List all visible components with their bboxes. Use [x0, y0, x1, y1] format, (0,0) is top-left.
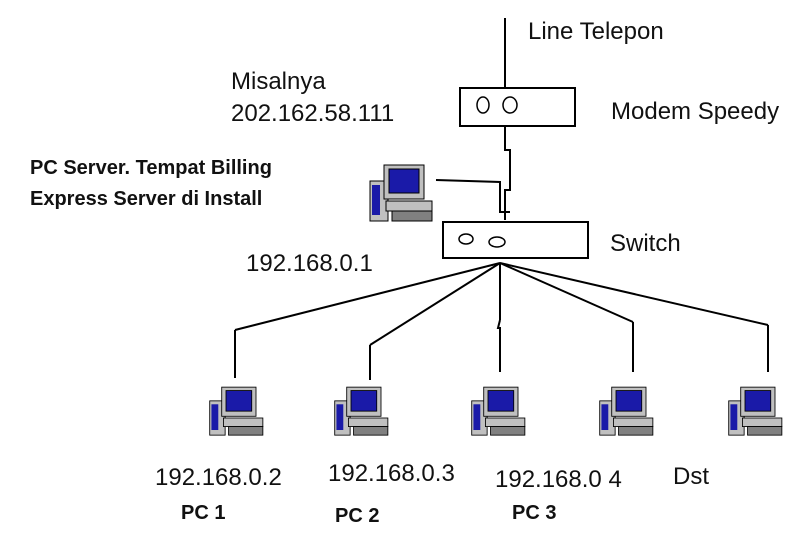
modem-switch-cable — [504, 126, 511, 220]
server-description-line2: Express Server di Install — [30, 188, 263, 210]
client-pc-icon — [333, 378, 393, 451]
modem-ip-label: 202.162.58.111 — [231, 100, 395, 127]
client-name-label: PC 3 — [512, 502, 557, 524]
example-label: Misalnya — [231, 68, 326, 95]
modem-led-2 — [502, 96, 518, 114]
client-ip-label: 192.168.0.3 — [328, 460, 455, 487]
client-pc-icon — [598, 378, 658, 451]
client-pc-icon — [470, 378, 530, 451]
switch-led-1 — [458, 233, 474, 245]
switch-label: Switch — [610, 230, 681, 257]
client-pc-icon — [208, 378, 268, 451]
client-name-label: PC 1 — [181, 502, 226, 524]
client-pc-icon — [727, 378, 787, 451]
server-switch-cable — [435, 179, 510, 213]
modem-led-1 — [476, 96, 490, 114]
server-pc-icon — [368, 163, 438, 230]
server-ip-label: 192.168.0.1 — [246, 250, 373, 277]
client-cables — [234, 262, 769, 380]
modem-name-label: Modem Speedy — [611, 98, 780, 125]
phone-line-label: Line Telepon — [528, 18, 664, 45]
switch-led-2 — [488, 236, 506, 248]
client-ip-label: 192.168.0 4 — [495, 466, 622, 493]
client-name-label: PC 2 — [335, 505, 380, 527]
client-ip-label: Dst — [673, 463, 709, 490]
client-ip-label: 192.168.0.2 — [155, 464, 282, 491]
server-description-line1: PC Server. Tempat Billing — [30, 157, 272, 179]
